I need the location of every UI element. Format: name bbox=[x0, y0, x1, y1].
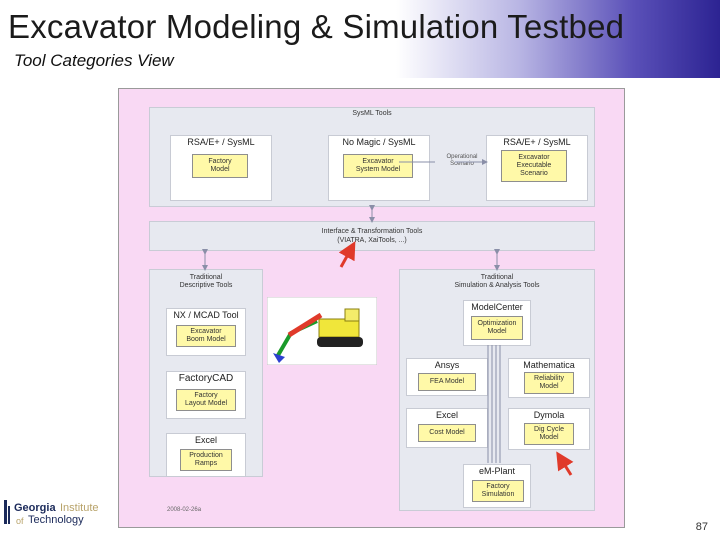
em-plant-tool: eM-Plant Factory Simulation bbox=[463, 464, 531, 508]
tool-name: Dymola bbox=[533, 410, 565, 420]
logo-georgia: Georgia bbox=[14, 502, 56, 514]
optimization-model: Optimization Model bbox=[471, 316, 523, 340]
slide-title: Excavator Modeling & Simulation Testbed bbox=[8, 8, 625, 45]
analysis-tools-panel: Traditional Simulation & Analysis Tools … bbox=[399, 269, 595, 511]
title-bar bbox=[0, 0, 720, 78]
excel-descriptive-tool: Excel Production Ramps bbox=[166, 433, 246, 477]
factory-simulation-model: Factory Simulation bbox=[472, 480, 524, 502]
logo-of: of bbox=[16, 516, 24, 526]
nx-mcad-tool: NX / MCAD Tool Excavator Boom Model bbox=[166, 308, 246, 356]
sysml-tools-panel: SysML Tools RSA/E+ / SysML Factory Model… bbox=[149, 107, 595, 207]
factory-layout-model: Factory Layout Model bbox=[176, 389, 236, 411]
descriptive-tools-panel: Traditional Descriptive Tools NX / MCAD … bbox=[149, 269, 263, 477]
cost-model: Cost Model bbox=[418, 424, 476, 442]
tool-name: NX / MCAD Tool bbox=[173, 310, 239, 320]
rsa-sysml-tool-right: RSA/E+ / SysML Excavator Executable Scen… bbox=[486, 135, 588, 201]
interface-tools-subtitle: (VIATRA, XaiTools, ...) bbox=[337, 237, 407, 244]
sysml-tools-title: SysML Tools bbox=[352, 110, 392, 117]
logo-mark-icon bbox=[4, 500, 10, 524]
logo-institute: Institute bbox=[60, 502, 99, 514]
tool-name: No Magic / SysML bbox=[342, 137, 416, 147]
dig-cycle-model: Dig Cycle Model bbox=[524, 423, 574, 445]
dymola-tool: Dymola Dig Cycle Model bbox=[508, 408, 590, 450]
modelcenter-tool: ModelCenter Optimization Model bbox=[463, 300, 531, 346]
descriptive-tools-title: Traditional Descriptive Tools bbox=[179, 274, 233, 289]
diagram-date: 2008-02-26a bbox=[167, 507, 202, 513]
excavator-image bbox=[267, 297, 377, 365]
excavator-executable-scenario: Excavator Executable Scenario bbox=[501, 150, 567, 182]
factory-model: Factory Model bbox=[192, 154, 248, 178]
tool-name: FactoryCAD bbox=[178, 373, 234, 384]
tool-name: RSA/E+ / SysML bbox=[503, 137, 571, 147]
operational-scenario-label: Operational Scenario bbox=[446, 154, 478, 167]
fea-model: FEA Model bbox=[418, 373, 476, 391]
excavator-system-model: Excavator System Model bbox=[343, 154, 413, 178]
logo-technology: Technology bbox=[28, 514, 84, 526]
analysis-tools-title: Traditional Simulation & Analysis Tools bbox=[454, 274, 540, 289]
interface-tools-panel: Interface & Transformation Tools (VIATRA… bbox=[149, 221, 595, 251]
rsa-sysml-tool-left: RSA/E+ / SysML Factory Model bbox=[170, 135, 272, 201]
slide-subtitle: Tool Categories View bbox=[14, 51, 174, 70]
tool-name: Ansys bbox=[434, 360, 460, 370]
excel-analysis-tool: Excel Cost Model bbox=[406, 408, 488, 448]
tool-name: eM-Plant bbox=[478, 466, 515, 476]
tool-name: RSA/E+ / SysML bbox=[187, 137, 255, 147]
nomagic-sysml-tool: No Magic / SysML Excavator System Model bbox=[328, 135, 430, 201]
tool-categories-diagram: SysML Tools RSA/E+ / SysML Factory Model… bbox=[118, 88, 625, 528]
tool-name: ModelCenter bbox=[471, 302, 523, 312]
production-ramps-model: Production Ramps bbox=[180, 449, 232, 471]
excavator-boom-model: Excavator Boom Model bbox=[176, 325, 236, 347]
factorycad-tool: FactoryCAD Factory Layout Model bbox=[166, 371, 246, 419]
mathematica-tool: Mathematica Reliability Model bbox=[508, 358, 590, 398]
interface-tools-title: Interface & Transformation Tools bbox=[321, 228, 423, 235]
tool-name: Excel bbox=[435, 410, 458, 420]
ansys-tool: Ansys FEA Model bbox=[406, 358, 488, 396]
tool-name: Mathematica bbox=[523, 360, 575, 370]
tool-name: Excel bbox=[194, 435, 217, 445]
red-arrow-interface bbox=[338, 241, 356, 268]
georgia-tech-logo: Georgia Institute of Technology bbox=[4, 492, 116, 532]
reliability-model: Reliability Model bbox=[524, 372, 574, 394]
page-number: 87 bbox=[695, 521, 708, 533]
